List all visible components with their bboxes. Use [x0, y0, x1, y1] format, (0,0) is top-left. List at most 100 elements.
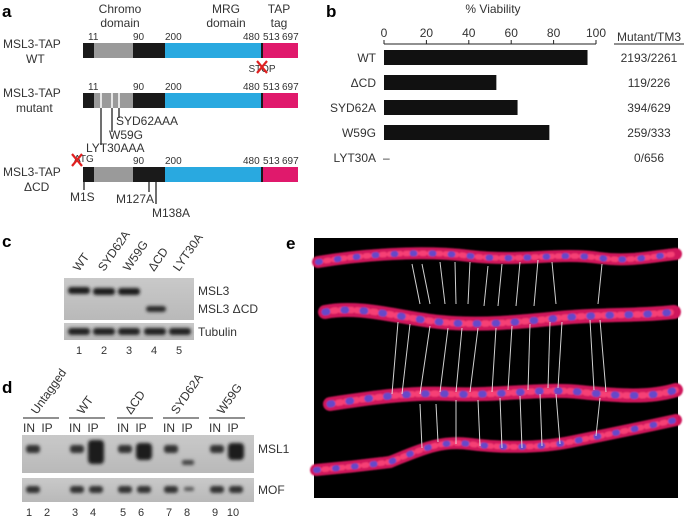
- pos-513: 513: [263, 82, 280, 93]
- pos-697: 697: [282, 32, 299, 43]
- band: [136, 443, 152, 460]
- label-msl1: MSL1: [258, 442, 290, 456]
- band: [164, 445, 178, 453]
- mutation-label-m127a: M127A: [116, 192, 154, 206]
- pos-200: 200: [165, 156, 182, 167]
- group-header: ΔCD: [122, 388, 148, 417]
- construct-mutant-name: MSL3-TAP: [3, 86, 61, 100]
- pos-480: 480: [243, 32, 260, 43]
- alignment-line: [483, 265, 489, 307]
- category-label: SYD62A: [330, 101, 376, 115]
- alignment-line: [533, 259, 539, 307]
- mrg-domain-block: [165, 167, 261, 182]
- label-msl3-dcd: MSL3 ΔCD: [198, 302, 258, 316]
- pos-90: 90: [133, 82, 145, 93]
- alignment-line: [595, 397, 601, 437]
- mrg-header-line1: MRG: [212, 2, 240, 16]
- x-tick-label: 20: [420, 26, 434, 40]
- pos-200: 200: [165, 82, 182, 93]
- lane-number: 5: [176, 345, 182, 357]
- tap-header-line1: TAP: [268, 2, 290, 16]
- panel-label-b: b: [326, 2, 336, 21]
- alignment-line: [551, 261, 557, 305]
- band: [229, 486, 243, 493]
- alignment-line: [467, 261, 471, 305]
- alignment-line: [419, 325, 431, 395]
- lane-number: 3: [126, 345, 132, 357]
- category-label: W59G: [342, 126, 376, 140]
- alignment-line: [469, 327, 479, 393]
- lane-number: 7: [166, 507, 172, 519]
- in-label: IN: [163, 421, 175, 435]
- ratio-value: 119/226: [628, 76, 671, 90]
- alignment-line: [419, 403, 423, 449]
- tap-tag-block: [263, 93, 298, 108]
- domain-headers: Chromo domain MRG domain TAP tag: [99, 2, 291, 30]
- ip-label: IP: [135, 421, 146, 435]
- construct-mutant-subname: mutant: [16, 101, 53, 115]
- band: [137, 486, 151, 493]
- band: [70, 486, 84, 493]
- band: [182, 460, 194, 465]
- stop-cross-icon: [256, 60, 268, 74]
- bar: [384, 50, 588, 65]
- band: [184, 487, 194, 491]
- alignment-line: [491, 327, 497, 393]
- ratio-value: 0/656: [634, 151, 664, 165]
- mutation-label-w59g: W59G: [109, 128, 143, 142]
- band: [228, 443, 244, 460]
- bar: [384, 125, 550, 140]
- start-cross-icon: [71, 153, 83, 167]
- group-header: Untagged: [28, 366, 69, 417]
- lane-number: 6: [138, 507, 144, 519]
- chromo-header-line1: Chromo: [99, 2, 142, 16]
- mutation-label-m1s: M1S: [70, 190, 95, 204]
- blot-msl3-membrane: [64, 278, 194, 320]
- ratio-value: 2193/2261: [621, 51, 678, 65]
- alignment-line: [439, 261, 446, 305]
- tap-header-line2: tag: [271, 16, 288, 30]
- stop-codon-label: STOP: [248, 64, 275, 75]
- alignment-line: [497, 263, 503, 307]
- bar-series: –: [383, 50, 588, 165]
- alignment-line: [507, 325, 513, 391]
- in-label: IN: [209, 421, 221, 435]
- construct-wt: MSL3-TAP WT 11 90 200 480 513 697 STOP: [3, 32, 299, 75]
- lane-header: LYT30A: [170, 231, 206, 274]
- ratio-column-header: Mutant/TM3: [617, 30, 681, 44]
- lane-number: 10: [227, 507, 239, 519]
- panel-label-d: d: [2, 378, 12, 397]
- lane-number: 1: [26, 507, 32, 519]
- chromo-domain-block: [94, 93, 133, 108]
- alignment-line: [454, 261, 457, 305]
- band: [70, 445, 84, 453]
- lane-number: 4: [151, 345, 157, 357]
- band: [26, 486, 40, 493]
- construct-dcd: MSL3-TAP ΔCD ATG 90 200 480 513 697 M1S …: [3, 153, 299, 220]
- mutation-label-m138a: M138A: [152, 206, 190, 220]
- construct-wt-subname: WT: [26, 52, 45, 66]
- alignment-line: [539, 393, 543, 447]
- ip-label: IP: [227, 421, 238, 435]
- group-header: W59G: [214, 381, 245, 417]
- pos-697: 697: [282, 82, 299, 93]
- alignment-line: [599, 319, 607, 393]
- mrg-domain-block: [165, 43, 261, 58]
- mutation-label-lyt30aaa: LYT30AAA: [86, 141, 144, 155]
- band: [210, 445, 224, 453]
- chart-title: % Viability: [465, 2, 520, 16]
- x-tick-label: 60: [505, 26, 519, 40]
- pos-697: 697: [282, 156, 299, 167]
- chromosome-blue-bands: [313, 417, 679, 473]
- chromo-domain-block: [94, 43, 133, 58]
- in-label: IN: [69, 421, 81, 435]
- x-tick-label: 100: [586, 26, 606, 40]
- bar: [384, 75, 497, 90]
- panel-label-c: c: [2, 232, 11, 251]
- construct-dcd-name: MSL3-TAP: [3, 165, 61, 179]
